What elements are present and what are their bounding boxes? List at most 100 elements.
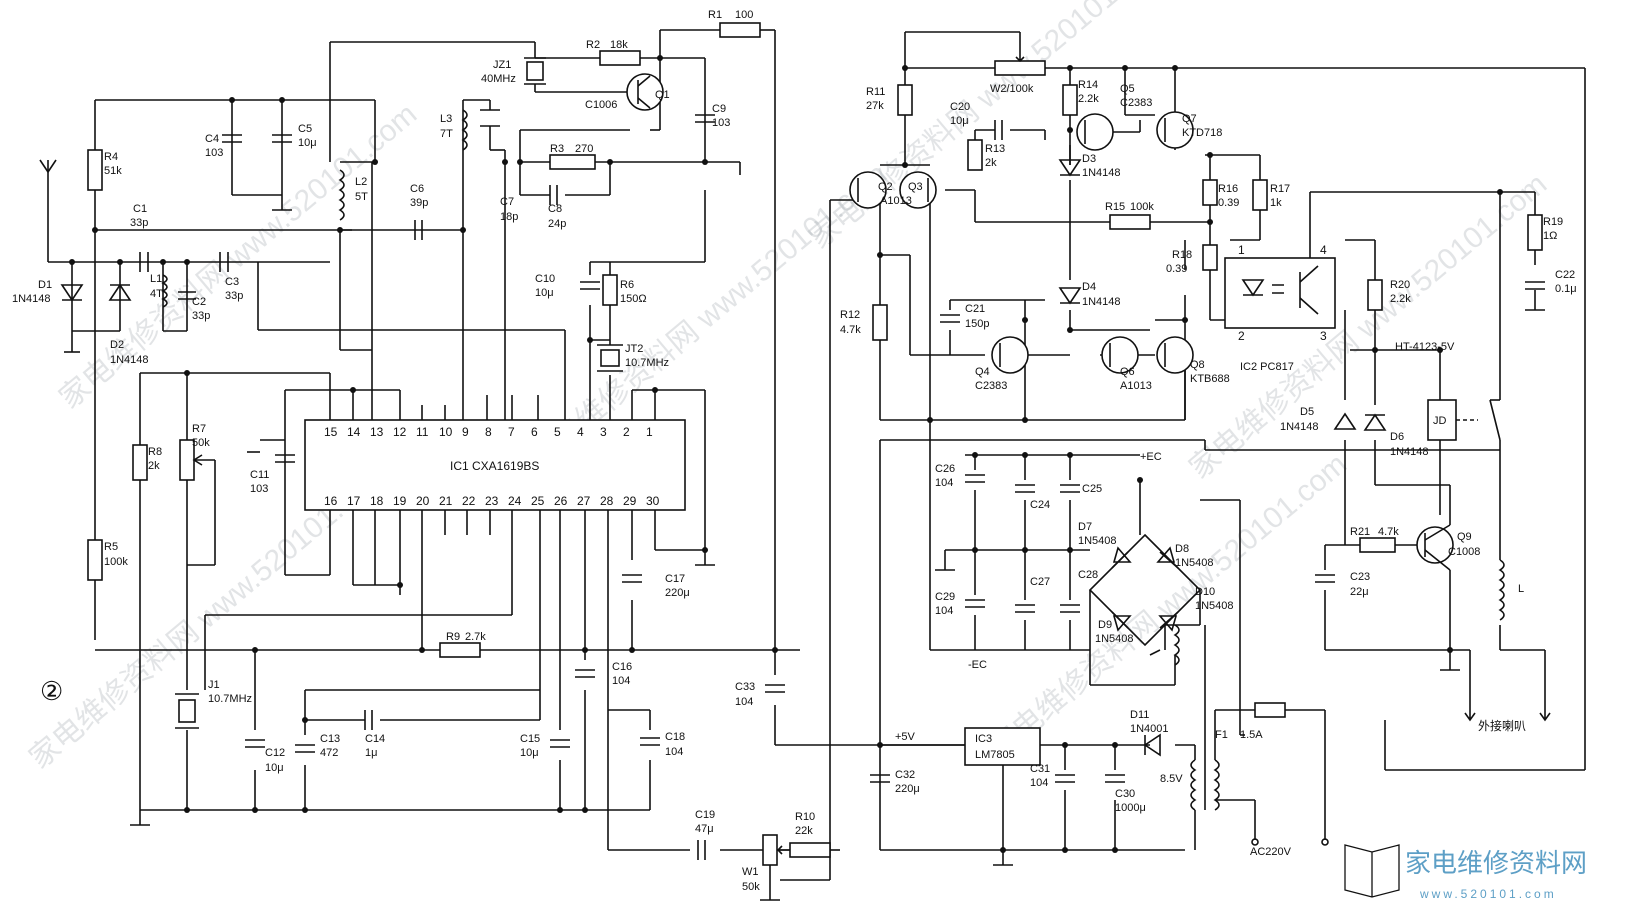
inductor-l2 <box>338 169 345 221</box>
transistor-q5: Q5 C2383 <box>1076 83 1152 151</box>
c31-value: 104 <box>1030 777 1048 789</box>
resistor-r17 <box>1252 179 1268 211</box>
ic1-pin-label: 29 <box>623 494 637 508</box>
capacitor-c3 <box>219 252 229 272</box>
jt2-ref: JT2 <box>625 343 643 355</box>
c2-ref: C2 <box>192 296 206 308</box>
resistor-r16 <box>1202 179 1218 206</box>
c21-value: 150p <box>965 318 989 330</box>
capacitor-c11 <box>275 454 295 463</box>
ic1-pin-label: 10 <box>439 425 453 439</box>
ic1-pin-label: 8 <box>485 425 492 439</box>
capacitor-c7 <box>480 109 500 127</box>
resistor-r10 <box>789 842 831 858</box>
c33-ref: C33 <box>735 681 755 693</box>
capacitor-c16 <box>575 669 595 678</box>
relay-jd <box>1427 399 1457 441</box>
diode-d11 <box>1143 733 1161 757</box>
ic1-pin-label: 11 <box>416 425 429 439</box>
r7-ref: R7 <box>192 423 206 435</box>
r1-ref: R1 <box>708 9 722 21</box>
transistor-q9: Q9 C1008 <box>1416 524 1480 571</box>
r13-ref: R13 <box>985 143 1005 155</box>
c25-ref: C25 <box>1082 483 1102 495</box>
ic1-pin-label: 26 <box>554 494 568 508</box>
transistor-q4: Q4 C2383 <box>975 336 1029 392</box>
w1-ref: W1 <box>742 866 759 878</box>
arrow-down-icon <box>1464 705 1476 722</box>
d3-ref: D3 <box>1082 153 1096 165</box>
net-plus5v: +5V <box>895 731 916 743</box>
r20-ref: R20 <box>1390 279 1410 291</box>
c14-ref: C14 <box>365 733 385 745</box>
d9-value: 1N5408 <box>1095 633 1134 645</box>
transformer-coil <box>1190 759 1197 811</box>
capacitor-c29 <box>965 599 985 608</box>
c22-value: 0.1μ <box>1555 283 1577 295</box>
capacitor-c26 <box>965 474 985 483</box>
r16-value: 0.39 <box>1218 197 1239 209</box>
diode-d2 <box>108 283 132 301</box>
power-and-relay: JD HT-4123-5V F1 1.5A 8.5V AC220V <box>1160 341 1478 858</box>
brand-name: 家电维修资料网 <box>1405 848 1587 878</box>
d2-ref: D2 <box>110 339 124 351</box>
q4-value: C2383 <box>975 380 1007 392</box>
resistor-r18 <box>1202 244 1218 271</box>
ic1-pin-label: 22 <box>462 494 476 508</box>
d10-ref: D10 <box>1195 586 1215 598</box>
diode-d4 <box>1058 287 1082 305</box>
crystal-jt2 <box>600 349 620 367</box>
r4-ref: R4 <box>104 151 118 163</box>
c13-ref: C13 <box>320 733 340 745</box>
capacitor-c18 <box>640 737 660 746</box>
jt2-value: 10.7MHz <box>625 357 669 369</box>
ic1-pin-label: 30 <box>646 494 660 508</box>
diode-d7 <box>1111 546 1132 569</box>
capacitor-c31 <box>1055 774 1075 783</box>
w2-ref: W2/100k <box>990 83 1034 95</box>
resistor-r21 <box>1359 537 1396 553</box>
capacitor-c23 <box>1315 574 1335 583</box>
j1-value: 10.7MHz <box>208 693 252 705</box>
c28-ref: C28 <box>1078 569 1098 581</box>
c22-ref: C22 <box>1555 269 1575 281</box>
r17-value: 1k <box>1270 197 1282 209</box>
arrow-down-icon <box>1539 705 1551 722</box>
ic1-pin-label: 2 <box>623 425 630 439</box>
resistor-r8 <box>132 444 148 481</box>
c4-ref: C4 <box>205 133 219 145</box>
c18-value: 104 <box>665 746 683 758</box>
q2-ref: Q2 <box>878 181 893 193</box>
q1-value: C1006 <box>585 99 617 111</box>
d8-value: 1N5408 <box>1175 557 1214 569</box>
c24-ref: C24 <box>1030 499 1050 511</box>
capacitor-c30 <box>1105 774 1125 783</box>
f1-value: 1.5A <box>1240 729 1263 741</box>
c1-ref: C1 <box>133 203 147 215</box>
d6-ref: D6 <box>1390 431 1404 443</box>
capacitor-c28 <box>1060 604 1080 613</box>
ic1-pin-label: 4 <box>577 425 584 439</box>
d8-ref: D8 <box>1175 543 1189 555</box>
r15-ref: R15 <box>1105 201 1125 213</box>
c9-ref: C9 <box>712 103 726 115</box>
diode-d10 <box>1158 611 1179 632</box>
q8-value: KTB688 <box>1190 373 1230 385</box>
brand-logo: 家电维修资料网 www.520101.com <box>1344 844 1587 901</box>
r16-ref: R16 <box>1218 183 1238 195</box>
capacitor-c10 <box>580 281 600 290</box>
c19-ref: C19 <box>695 809 715 821</box>
c3-ref: C3 <box>225 276 239 288</box>
ic2-pin-2: 2 <box>1238 329 1245 343</box>
ic2-pin-3: 3 <box>1320 329 1327 343</box>
inductor-l3 <box>461 109 468 151</box>
l3-ref: L3 <box>440 113 452 125</box>
capacitor-c25 <box>1060 484 1080 493</box>
fuse-f1 <box>1254 702 1286 718</box>
r2-ref: R2 <box>586 39 600 51</box>
ic1-pin-label: 27 <box>577 494 591 508</box>
r8-value: 2k <box>148 460 160 472</box>
capacitor-c12 <box>245 739 265 748</box>
